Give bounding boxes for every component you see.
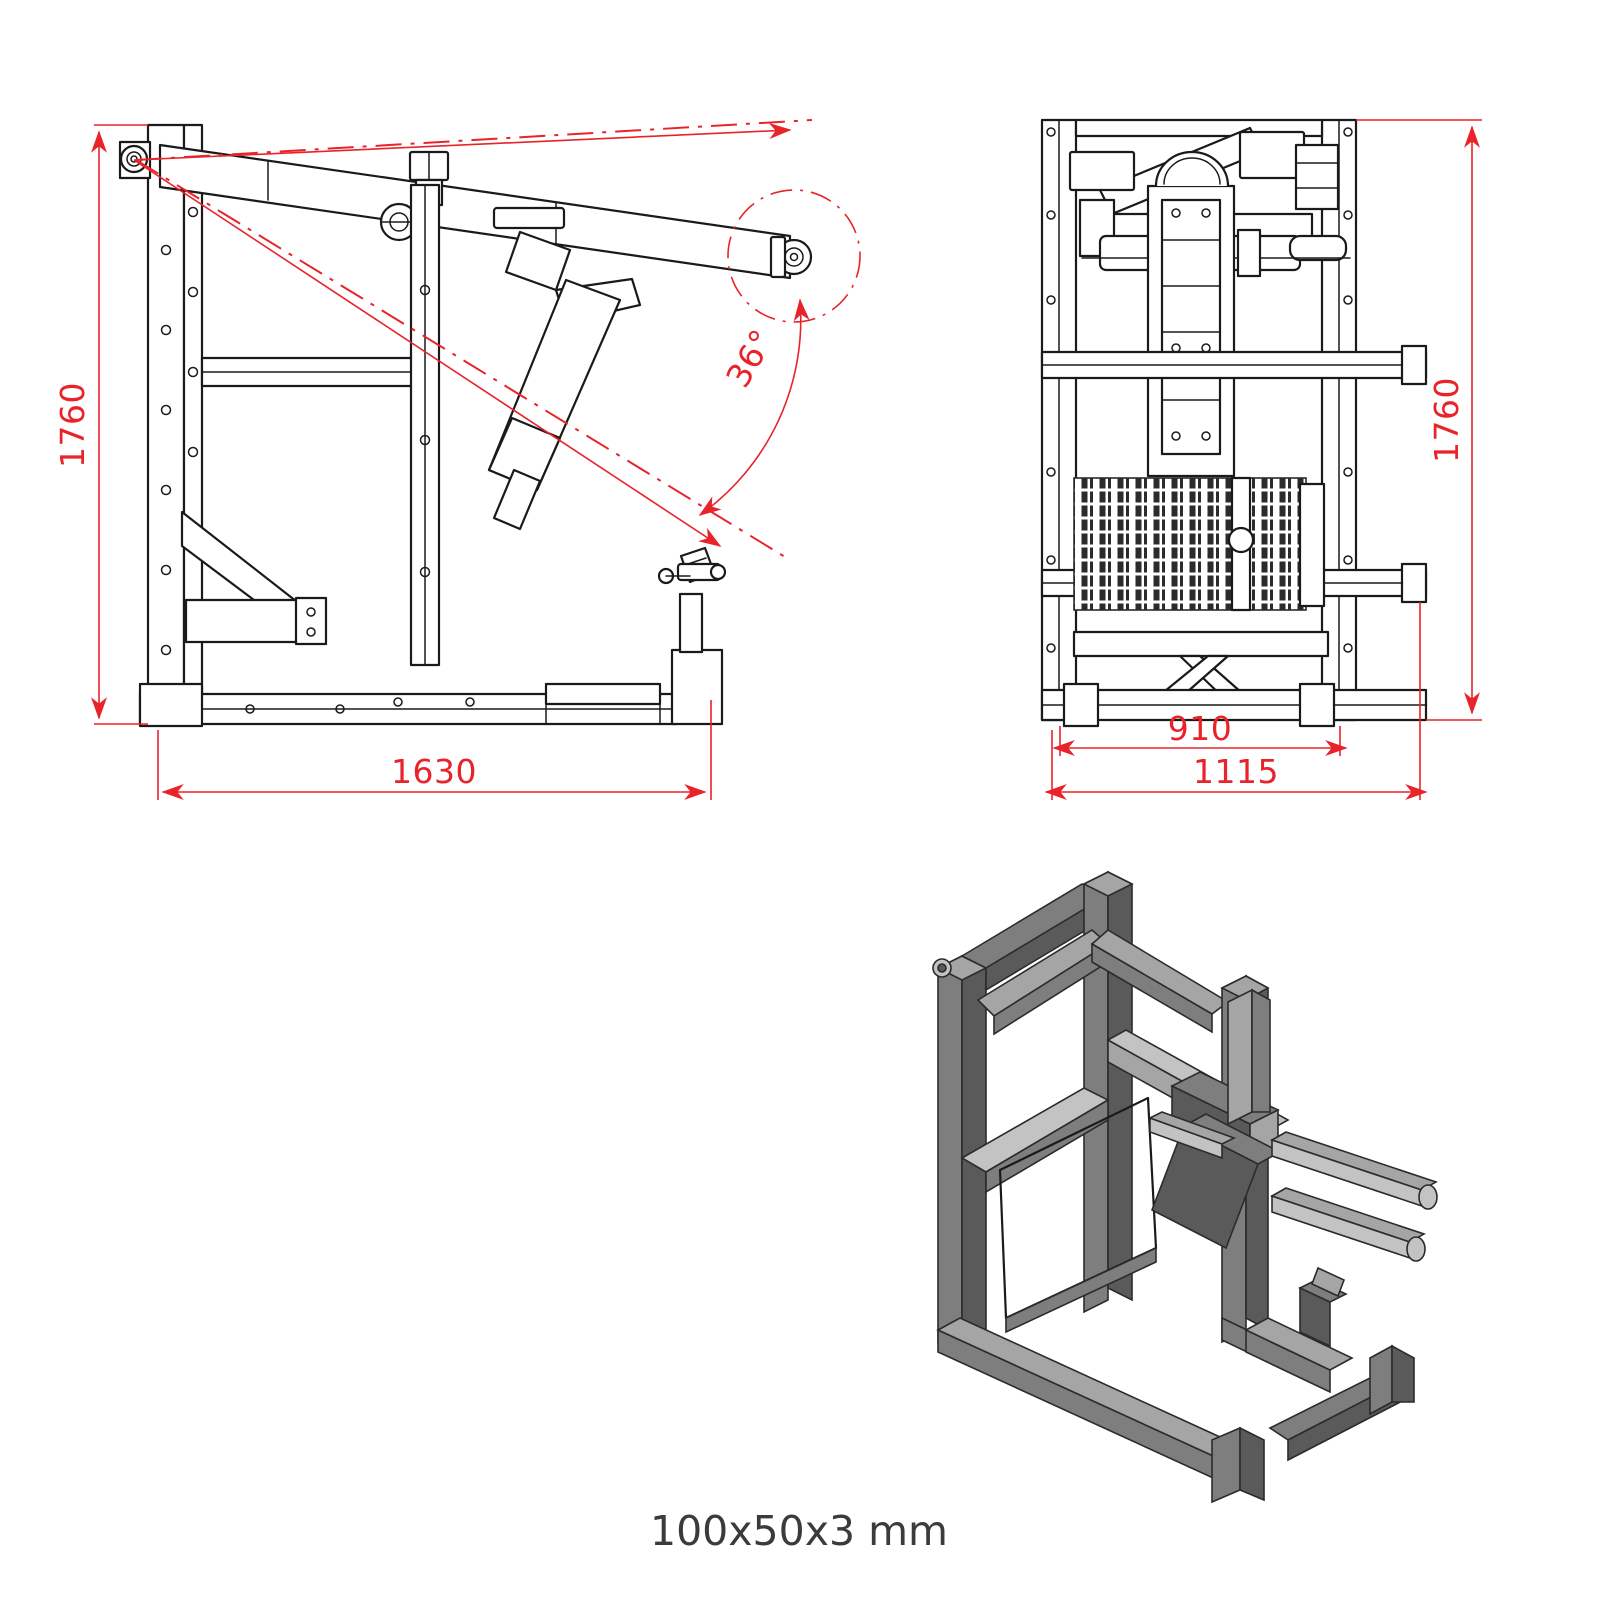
side-base-beam (138, 682, 678, 728)
side-width-dimension: 1630 (157, 700, 712, 800)
front-outer-width-dimension: 1115 (1044, 602, 1428, 800)
side-height-label: 1760 (53, 382, 92, 468)
side-diagonal-arm (487, 278, 622, 531)
side-triangular-brace (180, 510, 328, 646)
front-base-assembly (1040, 630, 1428, 728)
front-inner-width-dimension: 910 (1052, 709, 1348, 756)
side-rear-post (409, 183, 441, 667)
side-mid-beam (200, 356, 426, 388)
side-weight-horn (657, 546, 727, 726)
tube-spec-note: 100x50x3 mm (650, 1507, 948, 1555)
front-height-label: 1760 (1427, 377, 1466, 463)
side-elevation-view: 36° 1760 1630 (53, 119, 861, 800)
front-elevation-view: 1760 910 1115 (1040, 118, 1482, 800)
front-foot-platform (1073, 476, 1326, 612)
side-width-label: 1630 (391, 752, 477, 791)
front-center-carriage (1146, 150, 1236, 478)
isometric-view (932, 870, 1438, 1504)
front-left-column (1040, 118, 1078, 722)
front-height-dimension: 1760 (1356, 119, 1482, 721)
front-inner-width-label: 910 (1168, 709, 1233, 748)
front-outer-width-label: 1115 (1193, 752, 1279, 791)
front-right-column (1320, 118, 1358, 722)
side-lever-arm (158, 143, 813, 280)
angle-dim-label: 36° (718, 323, 782, 394)
side-height-dimension: 1760 (53, 124, 148, 725)
